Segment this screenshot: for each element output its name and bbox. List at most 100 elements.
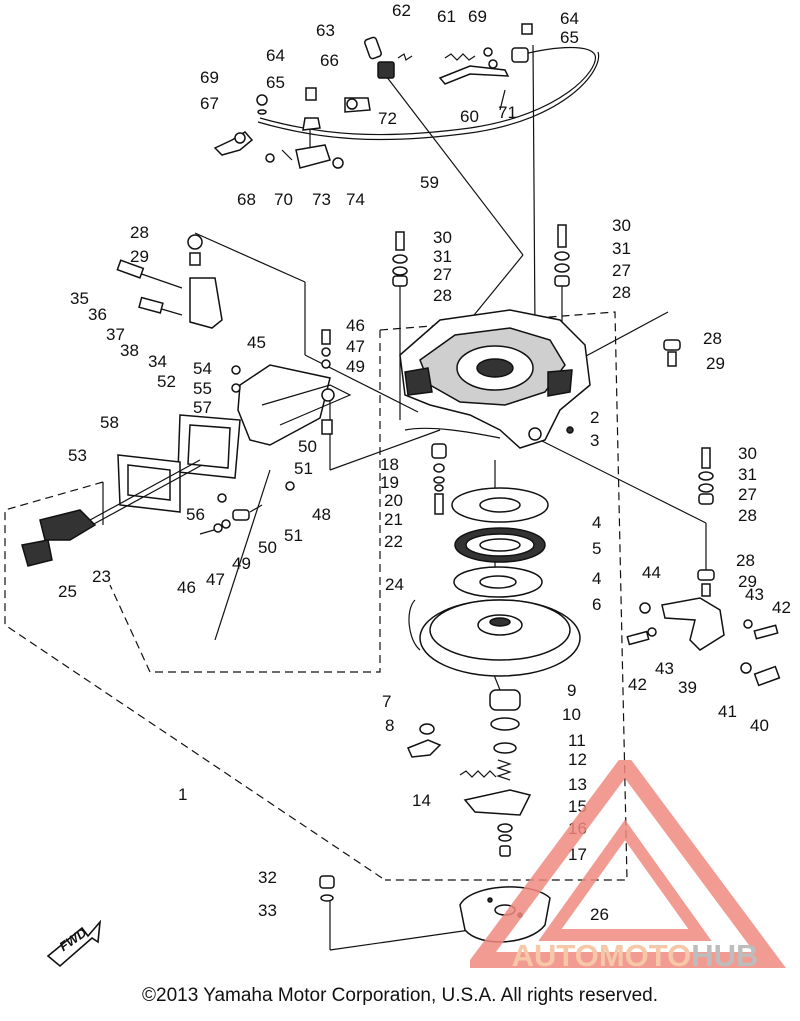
watermark-text: AUTOMOTOHUB xyxy=(470,938,800,974)
part-label-47: 47 xyxy=(346,337,365,356)
part-label-11: 11 xyxy=(568,731,586,750)
part-label-31: 31 xyxy=(612,239,631,258)
part-label-42: 42 xyxy=(628,675,647,694)
part-label-28: 28 xyxy=(738,506,757,525)
part-label-13: 13 xyxy=(568,775,587,794)
part-label-74: 74 xyxy=(346,190,365,209)
part-label-56: 56 xyxy=(186,505,205,524)
part-labels: 1 2 3 4 5 4 6 7 8 9 10 11 12 13 14 15 16… xyxy=(58,1,791,924)
part-label-29: 29 xyxy=(738,572,757,591)
part-label-28: 28 xyxy=(612,283,631,302)
part-label-28: 28 xyxy=(130,223,149,242)
mount-hardware xyxy=(392,224,714,505)
part-label-65: 65 xyxy=(266,73,285,92)
part-label-36: 36 xyxy=(88,305,107,324)
part-label-26: 26 xyxy=(590,905,609,924)
side-bracket xyxy=(626,569,781,687)
part-label-31: 31 xyxy=(433,247,452,266)
part-label-4: 4 xyxy=(592,569,601,588)
part-label-45: 45 xyxy=(247,333,266,352)
part-label-46: 46 xyxy=(346,316,365,335)
part-label-27: 27 xyxy=(738,485,757,504)
part-label-21: 21 xyxy=(384,510,403,529)
pulley-bolt-stack xyxy=(431,443,447,515)
part-label-27: 27 xyxy=(612,261,631,280)
assembly-boundary-lower xyxy=(4,481,386,881)
part-label-51: 51 xyxy=(284,526,303,545)
part-label-49: 49 xyxy=(232,554,251,573)
part-label-14: 14 xyxy=(412,791,431,810)
part-label-69: 69 xyxy=(468,7,487,26)
watermark: AUTOMOTOHUB xyxy=(464,751,800,985)
part-label-43: 43 xyxy=(745,585,764,604)
part-label-12: 12 xyxy=(568,750,587,769)
part-label-37: 37 xyxy=(106,325,125,344)
part-label-28: 28 xyxy=(433,286,452,305)
part-label-49: 49 xyxy=(346,357,365,376)
part-label-73: 73 xyxy=(312,190,331,209)
part-label-22: 22 xyxy=(384,532,403,551)
part-label-47: 47 xyxy=(206,570,225,589)
part-label-51: 51 xyxy=(294,459,313,478)
part-label-70: 70 xyxy=(274,190,293,209)
spring-and-pulley xyxy=(408,487,581,677)
part-label-30: 30 xyxy=(433,228,452,247)
part-label-17: 17 xyxy=(568,845,587,864)
part-label-63: 63 xyxy=(316,21,335,40)
part-label-32: 32 xyxy=(258,868,277,887)
part-label-72: 72 xyxy=(378,109,397,128)
part-label-62: 62 xyxy=(392,1,411,20)
part-label-27: 27 xyxy=(433,265,452,284)
fwd-arrow-icon xyxy=(46,919,102,968)
part-label-38: 38 xyxy=(120,341,139,360)
part-label-29: 29 xyxy=(130,247,149,266)
part-label-58: 58 xyxy=(100,413,119,432)
starter-housing xyxy=(399,309,591,449)
part-label-42: 42 xyxy=(772,598,791,617)
part-label-34: 34 xyxy=(148,352,167,371)
part-label-65: 65 xyxy=(560,28,579,47)
assembly-boundary-left xyxy=(109,330,381,673)
watermark-text-hub: HUB xyxy=(691,938,759,973)
part-label-19: 19 xyxy=(380,473,399,492)
copyright-notice: ©2013 Yamaha Motor Corporation, U.S.A. A… xyxy=(142,985,658,1006)
part-label-5: 5 xyxy=(592,539,601,558)
part-label-46: 46 xyxy=(177,578,196,597)
part-label-60: 60 xyxy=(460,107,479,126)
part-label-71: 71 xyxy=(498,103,517,122)
part-label-53: 53 xyxy=(68,446,87,465)
part-label-41: 41 xyxy=(718,702,737,721)
part-label-33: 33 xyxy=(258,901,277,920)
part-label-23: 23 xyxy=(92,567,111,586)
part-label-43: 43 xyxy=(655,659,674,678)
part-label-20: 20 xyxy=(384,491,403,510)
part-label-3: 3 xyxy=(590,431,599,450)
part-label-64: 64 xyxy=(266,46,285,65)
part-label-48: 48 xyxy=(312,505,331,524)
throttle-cable-inner xyxy=(257,51,600,141)
part-label-67: 67 xyxy=(200,94,219,113)
drive-pawl-stack xyxy=(406,689,532,857)
part-label-30: 30 xyxy=(738,444,757,463)
part-label-61: 61 xyxy=(437,7,456,26)
part-label-35: 35 xyxy=(70,289,89,308)
part-label-55: 55 xyxy=(193,379,212,398)
throttle-link-hardware xyxy=(213,23,533,169)
watermark-triangle-logo xyxy=(464,751,786,968)
throttle-cable xyxy=(259,46,596,136)
part-label-50: 50 xyxy=(298,437,317,456)
watermark-text-automoto: AUTOMOTO xyxy=(511,938,692,973)
part-label-68: 68 xyxy=(237,190,256,209)
forward-direction-badge: FWD xyxy=(44,919,104,970)
part-label-25: 25 xyxy=(58,582,77,601)
part-label-57: 57 xyxy=(193,398,212,417)
exploded-parts-diagram: 1 2 3 4 5 4 6 7 8 9 10 11 12 13 14 15 16… xyxy=(4,1,791,951)
part-label-28: 28 xyxy=(703,329,722,348)
part-label-28: 28 xyxy=(736,551,755,570)
part-label-10: 10 xyxy=(562,705,581,724)
part-label-6: 6 xyxy=(592,595,601,614)
part-label-59: 59 xyxy=(420,173,439,192)
part-label-30: 30 xyxy=(612,216,631,235)
part-label-44: 44 xyxy=(642,563,661,582)
